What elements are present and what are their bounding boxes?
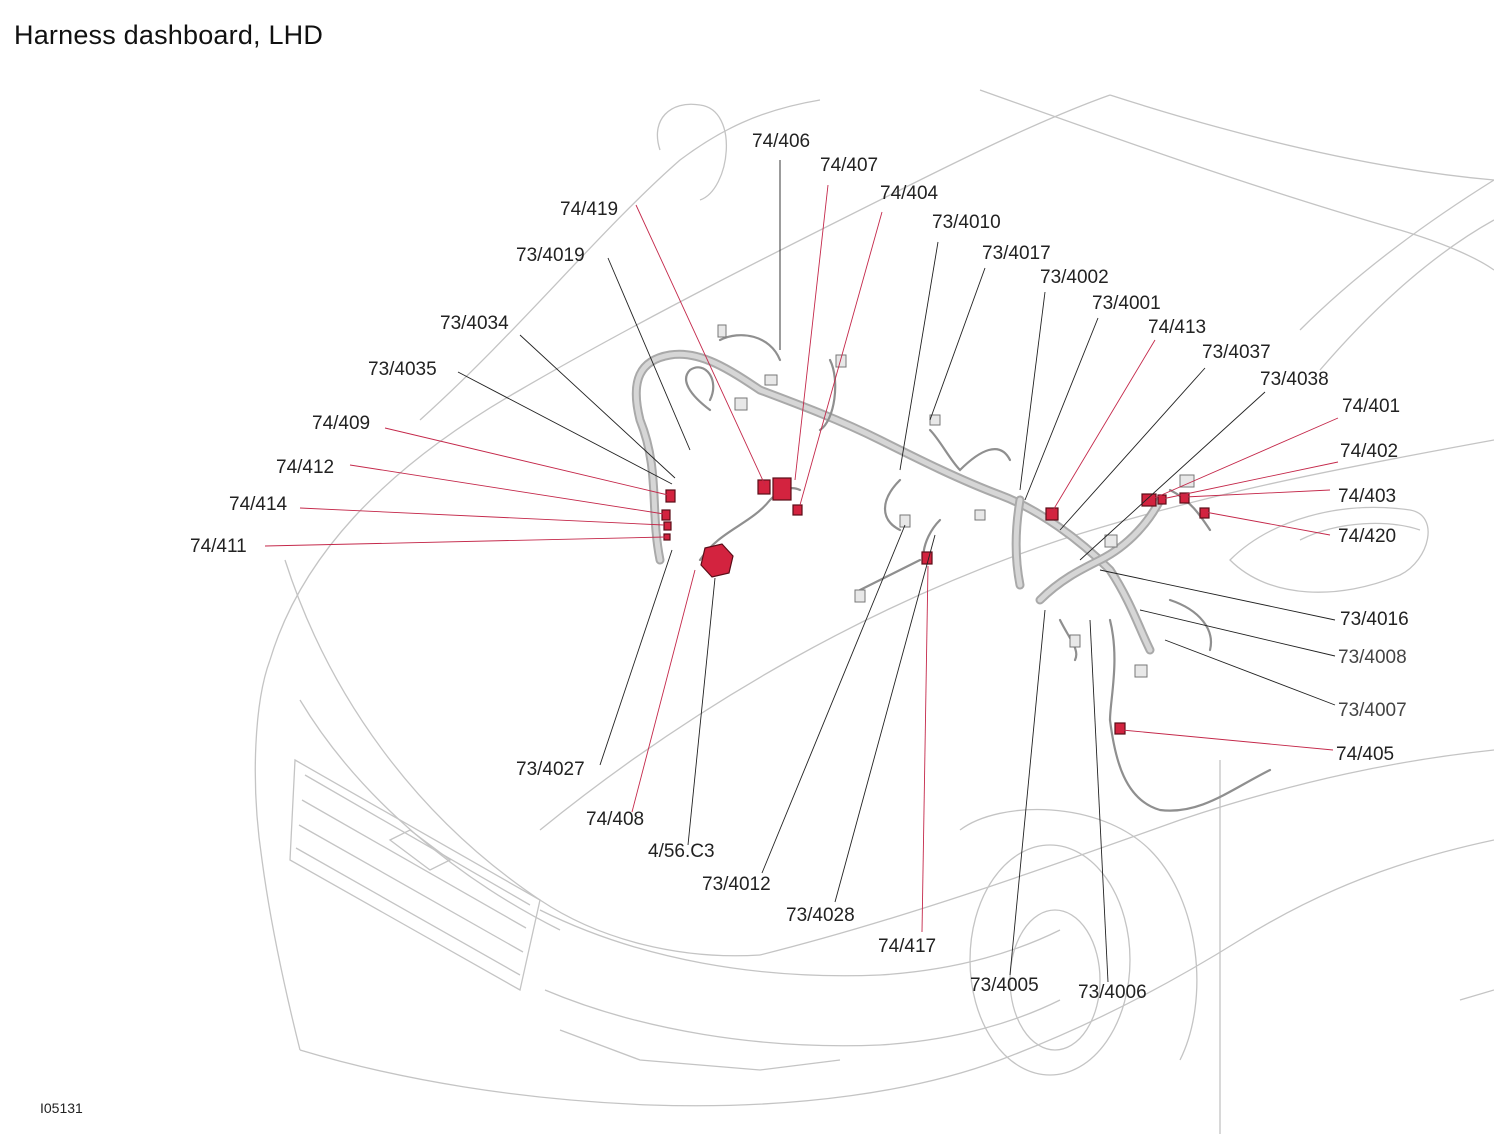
label-73-4034: 73/4034 [440, 313, 509, 334]
label-74-408: 74/408 [586, 809, 645, 830]
car-body-outline [254, 89, 1494, 1134]
connector-74-414 [663, 521, 672, 531]
diagram-title: Harness dashboard, LHD [14, 20, 324, 50]
connector-74-404 [792, 504, 803, 516]
label-74-411: 74/411 [190, 536, 247, 557]
grey-connectors [717, 324, 1195, 678]
connector-4-56-c3 [700, 543, 734, 578]
label-73-4019: 73/4019 [516, 245, 585, 266]
label-73-4010: 73/4010 [932, 212, 1001, 233]
label-74-403: 74/403 [1338, 486, 1397, 507]
label-74-413: 74/413 [1148, 317, 1207, 338]
connector-74-417 [921, 551, 933, 565]
label-73-4006: 73/4006 [1078, 982, 1147, 1003]
label-74-414: 74/414 [229, 494, 288, 515]
label-73-4002: 73/4002 [1040, 267, 1109, 288]
label-4-56-c3: 4/56.C3 [648, 841, 715, 862]
figure-id: I05131 [40, 1100, 83, 1116]
label-73-4028: 73/4028 [786, 905, 855, 926]
label-73-4037: 73/4037 [1202, 342, 1271, 363]
label-74-407: 74/407 [820, 155, 879, 176]
label-73-4038: 73/4038 [1260, 369, 1329, 390]
label-74-404: 74/404 [880, 183, 939, 204]
connector-74-413 [1045, 507, 1059, 521]
label-73-4035: 73/4035 [368, 359, 437, 380]
connector-74-403 [1179, 492, 1190, 504]
label-73-4016: 73/4016 [1340, 609, 1409, 630]
connector-74-405 [1114, 722, 1126, 735]
label-73-4008: 73/4008 [1338, 647, 1407, 668]
label-73-4012: 73/4012 [702, 874, 771, 895]
label-73-4001: 73/4001 [1092, 293, 1161, 314]
label-74-417: 74/417 [878, 936, 937, 957]
label-74-402: 74/402 [1340, 441, 1399, 462]
leader-lines [264, 160, 1339, 983]
label-74-412: 74/412 [276, 457, 335, 478]
connector-74-401 [1141, 493, 1157, 507]
connector-74-412 [661, 509, 671, 521]
label-74-420: 74/420 [1338, 526, 1397, 547]
connector-74-406 [772, 477, 792, 501]
label-73-4027: 73/4027 [516, 759, 585, 780]
connector-74-420 [1199, 507, 1210, 519]
label-73-4007: 73/4007 [1338, 700, 1407, 721]
red-connectors [661, 477, 1210, 735]
main-harness [631, 334, 1272, 812]
label-74-419: 74/419 [560, 199, 619, 220]
label-73-4005: 73/4005 [970, 975, 1039, 996]
connector-74-409 [665, 489, 676, 503]
label-74-409: 74/409 [312, 413, 371, 434]
label-74-405: 74/405 [1336, 744, 1395, 765]
connector-74-419 [757, 479, 771, 495]
label-73-4017: 73/4017 [982, 243, 1051, 264]
label-74-401: 74/401 [1342, 396, 1401, 417]
label-74-406: 74/406 [752, 131, 811, 152]
